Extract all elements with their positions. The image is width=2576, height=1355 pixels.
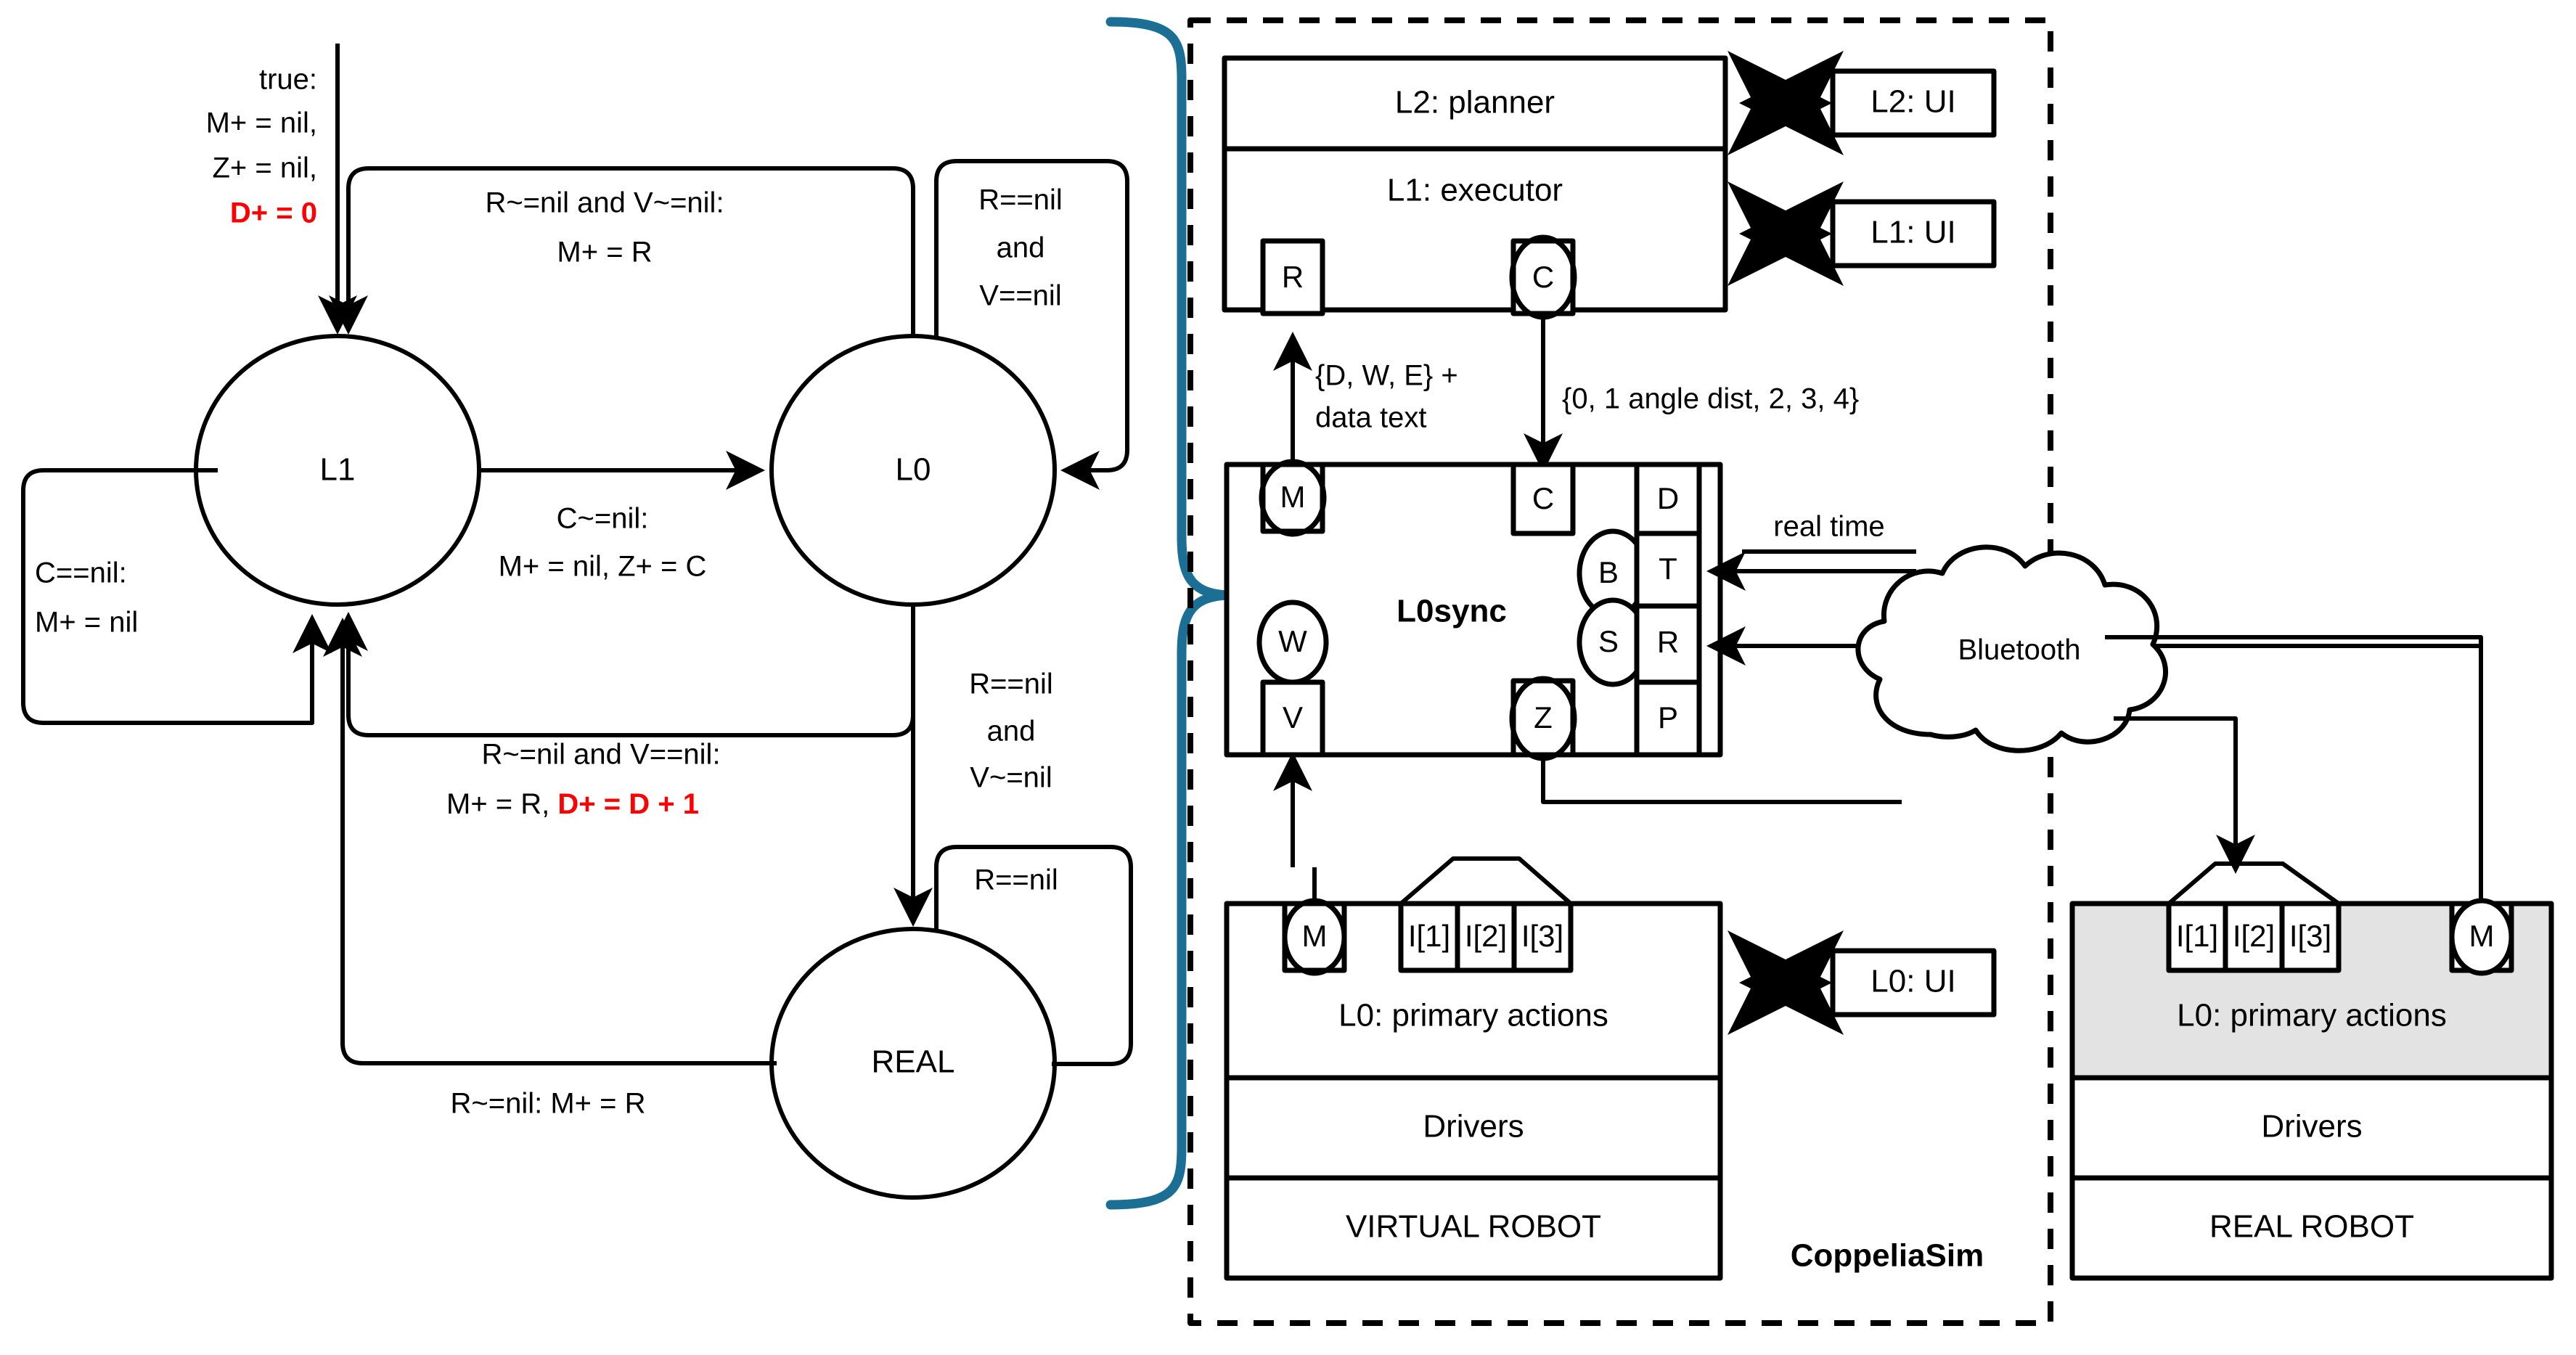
label-slot-V: V [1283, 700, 1303, 734]
block-rr-drivers[interactable] [2069, 1075, 2554, 1181]
initial-label-line4: D+ = 0 [230, 197, 317, 229]
slot-M-circle [1259, 459, 1327, 537]
label-slot-Z: Z [1534, 700, 1553, 734]
block-vr-robot[interactable] [1224, 1175, 1723, 1281]
edge-label-L1-self-line2: M+ = nil [35, 607, 138, 639]
bluetooth-cloud [1855, 544, 2168, 753]
edge-label-L0-to-L1-lower-line1: R~=nil and V==nil: [481, 739, 720, 771]
slot-P-box[interactable] [1634, 679, 1702, 758]
edge-REAL-self [934, 845, 1133, 1066]
rr-port-M-circle [2449, 898, 2514, 976]
edge-label-L0-to-REAL-line1: R==nil [969, 668, 1053, 700]
port-C-box[interactable] [1510, 238, 1576, 316]
label-slot-D: D [1657, 481, 1679, 515]
edge-L0-to-L1-lower [329, 606, 915, 737]
edge-label-L0-to-L1-lower-line2: M+ = R, D+ = D + 1 [446, 788, 699, 820]
edge-label-L0-to-REAL-line3: V~=nil [970, 762, 1052, 794]
state-label-L1: L1 [320, 452, 356, 488]
edge-label-L0-to-L1-line2: M+ = R [557, 237, 652, 269]
label-coppeliasim: CoppeliaSim [1791, 1238, 1984, 1274]
label-real-time: real time [1773, 511, 1884, 543]
label-vr-I1: I[1] [1408, 919, 1450, 953]
edge-z-bus [1541, 758, 1902, 804]
label-l2-planner: L2: planner [1395, 85, 1555, 120]
label-down-channel: {0, 1 angle dist, 2, 3, 4} [1562, 383, 1859, 415]
rr-port-I2-box[interactable] [2223, 901, 2285, 973]
edge-L0-self [934, 159, 1129, 490]
label-rr-I3: I[3] [2289, 919, 2331, 953]
label-l1-ui: L1: UI [1870, 215, 1955, 250]
edge-label-L1-to-L0-line1: C~=nil: [557, 503, 649, 535]
label-slot-W: W [1278, 624, 1307, 658]
vr-port-I2-box[interactable] [1455, 901, 1517, 973]
port-R-box[interactable] [1260, 238, 1325, 316]
block-vr-drivers[interactable] [1224, 1075, 1723, 1181]
label-vr-I2: I[2] [1465, 919, 1507, 953]
label-l0-ui: L0: UI [1870, 964, 1955, 999]
state-label-REAL: REAL [872, 1044, 955, 1080]
initial-label-line2: M+ = nil, [206, 107, 317, 139]
vr-port-I3-box[interactable] [1511, 901, 1574, 973]
label-l1-executor: L1: executor [1387, 173, 1563, 208]
slot-C-box[interactable] [1510, 462, 1576, 536]
rr-port-I3-box[interactable] [2279, 901, 2342, 973]
label-rr-M: M [2469, 919, 2495, 953]
edge-label-L0-self-line3: V==nil [979, 280, 1061, 312]
initial-label-line1: true: [259, 64, 317, 96]
label-rr-I2: I[2] [2233, 919, 2275, 953]
edge-label-REAL-self: R==nil [974, 864, 1058, 896]
vr-funnel [1399, 856, 1572, 906]
label-rr-drivers: Drivers [2261, 1109, 2362, 1145]
edge-REAL-to-L1 [323, 618, 777, 1065]
label-l0sync-title: L0sync [1397, 594, 1507, 629]
edge-label-L0-to-REAL-line2: and [987, 716, 1036, 748]
initial-label-line3: Z+ = nil, [212, 152, 317, 184]
box-l1-ui[interactable] [1830, 199, 1997, 269]
label-vr-l0: L0: primary actions [1338, 998, 1608, 1033]
block-rr-robot[interactable] [2069, 1175, 2554, 1281]
edge-label-L1-self-line1: C==nil: [35, 557, 127, 589]
label-rr-I1: I[1] [2176, 919, 2218, 953]
label-slot-M: M [1280, 480, 1306, 514]
lower-line2-red: D+ = D + 1 [557, 788, 699, 820]
label-slot-S: S [1598, 624, 1619, 658]
rr-funnel [2167, 861, 2340, 906]
label-up-channel-line2: data text [1315, 402, 1426, 434]
svg-text:M+ = R, D+ = D + 1: M+ = R, D+ = D + 1 [446, 788, 699, 820]
label-vr-M: M [1302, 919, 1328, 953]
label-port-R: R [1282, 260, 1304, 294]
edge-label-L1-to-L0-line2: M+ = nil, Z+ = C [499, 551, 707, 583]
label-l2-ui: L2: UI [1870, 84, 1955, 120]
coppeliasim-boundary [1187, 17, 2053, 1326]
label-slot-T: T [1659, 552, 1677, 586]
label-vr-drivers: Drivers [1423, 1109, 1524, 1145]
label-slot-P: P [1658, 700, 1678, 734]
edge-cloud-to-realrobot-top [2105, 635, 2483, 911]
vr-port-I1-box[interactable] [1398, 901, 1460, 973]
edge-label-L0-to-L1-line1: R~=nil and V~=nil: [485, 187, 724, 219]
edge-label-REAL-to-L1: R~=nil: M+ = R [450, 1088, 645, 1120]
box-l0-ui[interactable] [1830, 948, 1997, 1018]
label-up-channel-line1: {D, W, E} + [1315, 360, 1458, 392]
label-slot-R: R [1657, 625, 1679, 659]
edge-L1-self [21, 468, 332, 725]
edge-L0-to-L1 [329, 166, 915, 336]
label-port-C: C [1532, 260, 1554, 294]
lower-line2-plain: M+ = R, [446, 788, 557, 820]
label-vr-robot: VIRTUAL ROBOT [1346, 1209, 1601, 1245]
edge-label-L0-self-line1: R==nil [978, 184, 1063, 216]
label-vr-I3: I[3] [1521, 919, 1563, 953]
rr-port-I1-box[interactable] [2166, 901, 2228, 973]
edge-label-L0-self-line2: and [997, 232, 1045, 264]
box-l2-ui[interactable] [1830, 68, 1997, 138]
label-rr-l0: L0: primary actions [2177, 998, 2447, 1033]
label-bluetooth: Bluetooth [1958, 634, 2080, 666]
label-slot-C: C [1532, 481, 1554, 515]
label-slot-B: B [1598, 555, 1619, 589]
edge-cloud-to-realrobot-bottom [2114, 716, 2255, 874]
label-rr-robot: REAL ROBOT [2209, 1209, 2414, 1245]
state-label-L0: L0 [896, 452, 931, 488]
